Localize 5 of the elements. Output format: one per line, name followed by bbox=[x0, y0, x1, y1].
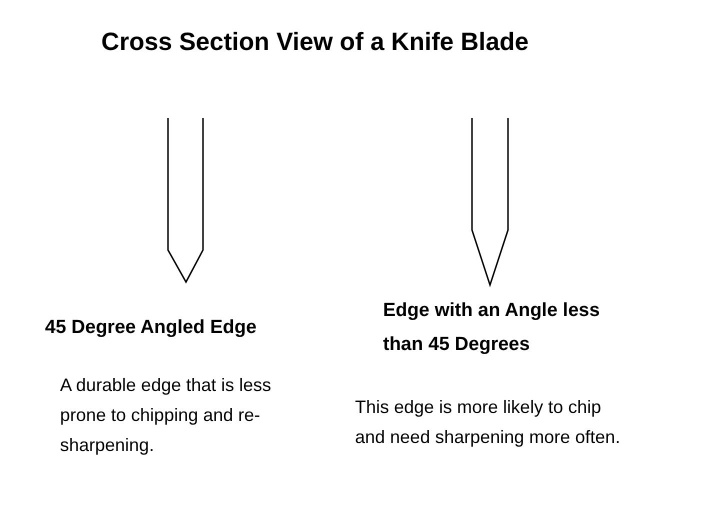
edge-heading: 45 Degree Angled Edge bbox=[45, 316, 258, 340]
edge-description: This edge is more likely to chip and need sharpening more often. bbox=[355, 396, 622, 449]
title: Cross Section View of a Knife Blade bbox=[100, 28, 530, 57]
edge-description: A durable edge that is less prone to chipping and re-sharpening. bbox=[60, 374, 272, 457]
edge-heading: Edge with an Angle less than 45 Degrees bbox=[383, 299, 601, 357]
